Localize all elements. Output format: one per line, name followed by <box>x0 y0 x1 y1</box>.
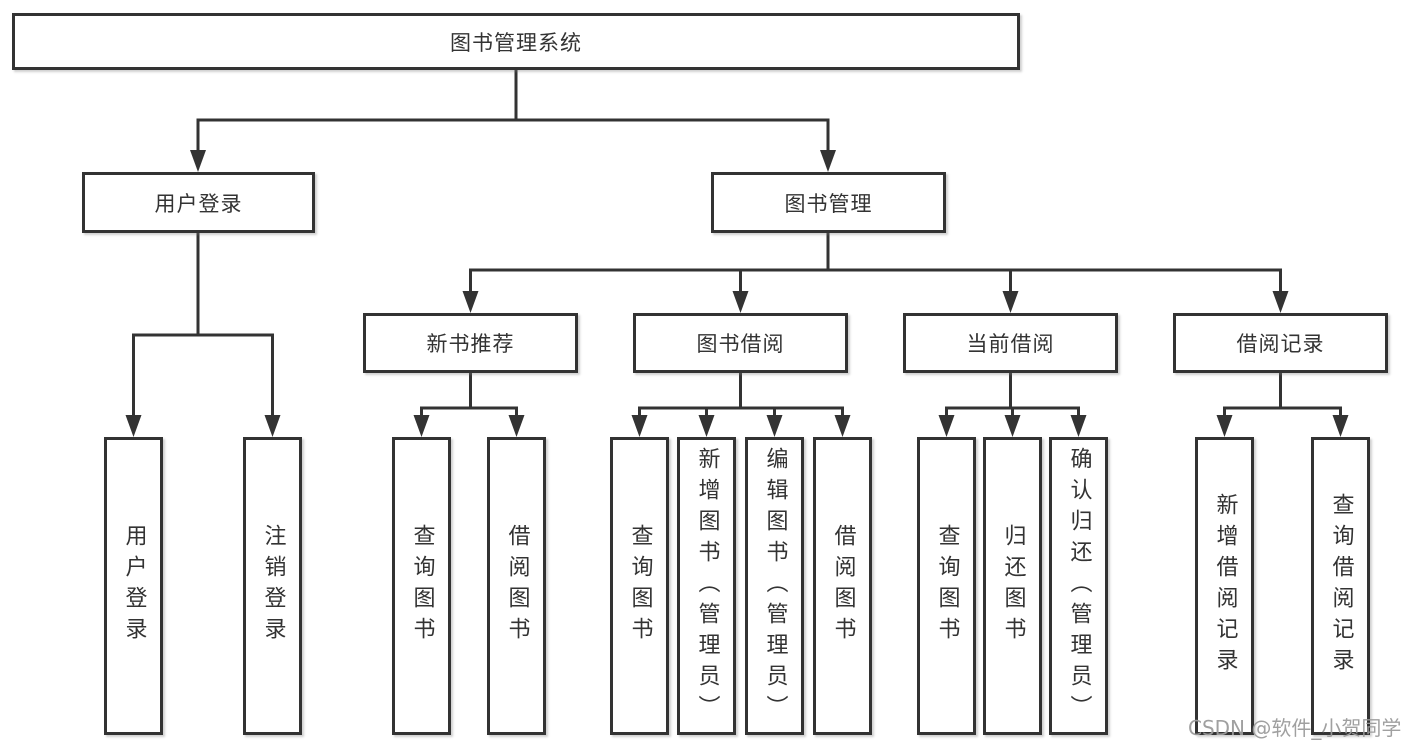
node-borrow-records: 借阅记录 <box>1173 313 1388 373</box>
node-leaf-logout: 注销登录 <box>243 437 302 735</box>
node-new-book-recommend: 新书推荐 <box>363 313 578 373</box>
arrowhead-down <box>1272 291 1289 313</box>
node-leaf-borrow-books-1: 借阅图书 <box>487 437 546 735</box>
node-leaf-query-books-2: 查询图书 <box>610 437 669 735</box>
arrowhead-down <box>1070 415 1087 437</box>
arrowhead-down <box>732 291 749 313</box>
arrowhead-down <box>1004 415 1021 437</box>
arrowhead-down <box>834 415 851 437</box>
arrowhead-down <box>766 415 783 437</box>
node-leaf-add-books-admin: 新增图书（管理员） <box>677 437 736 735</box>
arrowhead-down <box>938 415 955 437</box>
node-book-management: 图书管理 <box>711 172 946 233</box>
node-leaf-confirm-return-admin: 确认归还（管理员） <box>1049 437 1108 735</box>
arrowhead-down <box>1002 291 1019 313</box>
connector-new-book-recommend <box>420 373 518 417</box>
watermark: CSDN @软件_小贺同学 <box>1188 716 1402 740</box>
connector-book-borrow <box>638 373 844 417</box>
arrowhead-down <box>413 415 430 437</box>
connector-root <box>196 70 830 151</box>
arrowhead-down <box>264 415 281 437</box>
arrowhead-down <box>508 415 525 437</box>
node-leaf-query-books-1: 查询图书 <box>392 437 451 735</box>
node-leaf-return-books: 归还图书 <box>983 437 1042 735</box>
node-leaf-add-borrow-record: 新增借阅记录 <box>1195 437 1254 735</box>
connector-book-management <box>469 233 1282 292</box>
node-user-login: 用户登录 <box>82 172 315 233</box>
arrowhead-down <box>1216 415 1233 437</box>
node-current-borrow: 当前借阅 <box>903 313 1118 373</box>
arrowhead-down <box>462 291 479 313</box>
arrowhead-down <box>820 150 836 172</box>
arrowhead-down <box>190 150 206 172</box>
node-leaf-user-login: 用户登录 <box>104 437 163 735</box>
arrowhead-down <box>125 415 142 437</box>
node-leaf-query-books-3: 查询图书 <box>917 437 976 735</box>
arrowhead-down <box>698 415 715 437</box>
connector-current-borrow <box>945 373 1080 417</box>
node-leaf-edit-books-admin: 编辑图书（管理员） <box>745 437 804 735</box>
node-leaf-borrow-books-2: 借阅图书 <box>813 437 872 735</box>
connector-borrow-records <box>1223 373 1342 417</box>
connector-user-login <box>132 233 274 416</box>
node-book-borrow: 图书借阅 <box>633 313 848 373</box>
arrowhead-down <box>631 415 648 437</box>
node-leaf-query-borrow-record: 查询借阅记录 <box>1311 437 1370 735</box>
arrowhead-down <box>1332 415 1349 437</box>
node-root: 图书管理系统 <box>12 13 1020 70</box>
